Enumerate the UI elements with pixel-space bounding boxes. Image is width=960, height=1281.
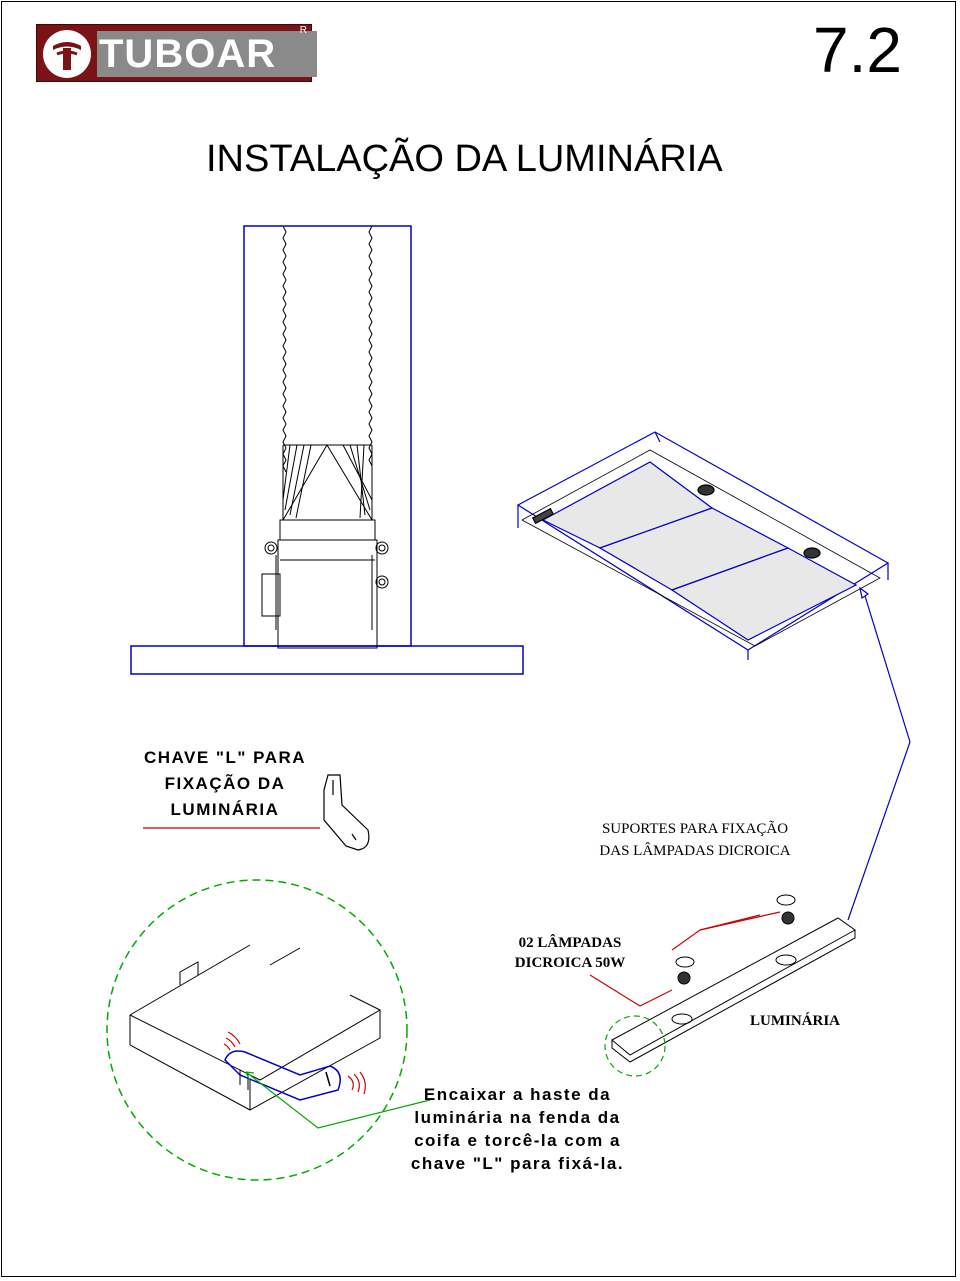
- label-luminaria: LUMINÁRIA: [750, 1013, 840, 1029]
- registered-mark: R: [299, 25, 307, 36]
- encaixar-leader: [245, 1071, 431, 1129]
- logo-wordmark: TUBOAR: [99, 32, 277, 76]
- label-lampadas: 02 LÂMPADAS DICROICA 50W: [514, 935, 626, 971]
- detail-circle: [106, 879, 408, 1181]
- hood-perspective: [516, 431, 911, 921]
- detail-marker-circle: [604, 1015, 666, 1077]
- tuboar-logo: TUBOAR R: [36, 24, 317, 82]
- page-title: INSTALAÇÃO DA LUMINÁRIA: [206, 138, 723, 180]
- logo-band: [97, 31, 317, 77]
- hood-front-view: [130, 225, 524, 675]
- logo-emblem-icon: [43, 30, 91, 78]
- page-number: 7.2: [813, 14, 902, 86]
- luminaire-bar: [611, 894, 856, 1063]
- rotation-marks: [223, 1031, 366, 1095]
- lamp-leader-lines: [589, 911, 781, 1007]
- label-chave-l: CHAVE "L" PARA FIXAÇÃO DA LUMINÁRIA: [143, 748, 307, 819]
- detail-hood-corner: [129, 944, 381, 1111]
- detail-l-key: [224, 1050, 341, 1101]
- l-key-drawing: [323, 774, 370, 851]
- label-encaixar-instructions: Encaixar a haste da luminária na fenda d…: [410, 1085, 625, 1173]
- duct-outline: [261, 225, 389, 649]
- label-suportes: SUPORTES PARA FIXAÇÃO DAS LÂMPADAS DICRO…: [599, 821, 791, 859]
